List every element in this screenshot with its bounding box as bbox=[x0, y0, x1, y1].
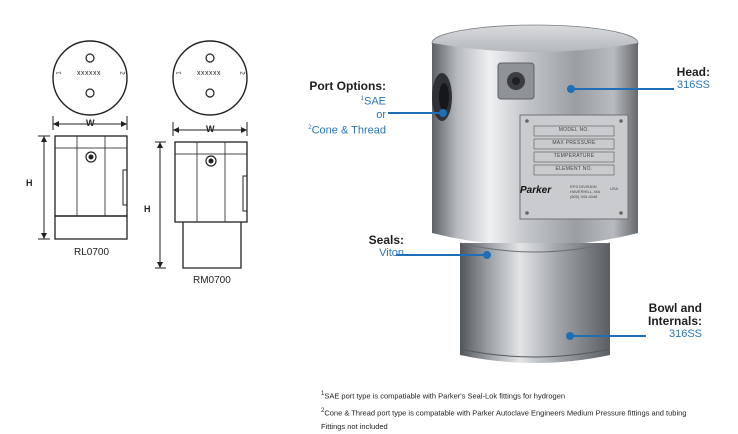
rl0700-port-hole-bottom bbox=[85, 88, 95, 98]
port-option-or: or bbox=[376, 108, 386, 121]
bowl-title-2: Internals: bbox=[647, 314, 702, 328]
port-options-title: Port Options: bbox=[309, 79, 386, 93]
rl0700-model-label: RL0700 bbox=[74, 247, 110, 258]
seals-material: Viton bbox=[379, 247, 404, 259]
port-options-callout: Port Options: 1SAE or 2Cone & Thread bbox=[308, 80, 386, 137]
bowl-callout: Bowl and Internals: 316SS bbox=[648, 302, 702, 341]
footnote-2: 2Cone & Thread port type is compatable w… bbox=[321, 407, 687, 418]
rl0700-side-port bbox=[85, 151, 97, 163]
footnote-ref: 2 bbox=[308, 124, 312, 131]
rm0700-side-port bbox=[205, 155, 217, 167]
division-line: (800) 343-4048 bbox=[570, 194, 598, 199]
filter-product-image bbox=[431, 24, 639, 363]
port-option-cone-thread: 2Cone & Thread bbox=[308, 124, 386, 137]
rm0700-width-label: W bbox=[206, 124, 215, 134]
bowl-title-1: Bowl and bbox=[648, 301, 702, 315]
footnote-3: Fittings not included bbox=[321, 422, 388, 431]
rm0700-height-label: H bbox=[144, 204, 151, 214]
rm0700-drawing bbox=[155, 40, 248, 269]
seals-callout: Seals: Viton bbox=[369, 234, 404, 260]
head-callout: Head: 316SS bbox=[677, 66, 710, 92]
rm0700-port-hole-top bbox=[205, 53, 215, 63]
rl0700-drawing bbox=[38, 40, 128, 240]
rm0700-top-view bbox=[172, 40, 248, 116]
head-title: Head: bbox=[676, 65, 710, 79]
rm0700-model-label: RM0700 bbox=[193, 275, 231, 286]
nameplate bbox=[519, 114, 629, 220]
rm0700-code: xxxxxx bbox=[197, 70, 221, 77]
head-material: 316SS bbox=[676, 79, 710, 91]
nameplate-text: MODEL NO. MAX PRESSURE TEMPERATURE ELEME… bbox=[520, 126, 618, 226]
nameplate-row: MODEL NO. bbox=[558, 127, 590, 133]
rl0700-width-label: W bbox=[86, 118, 95, 128]
nameplate-division: EPS DIVISION HAVERHILL, MA (800) 343-404… bbox=[570, 184, 600, 199]
nameplate-row: ELEMENT NO. bbox=[555, 166, 593, 172]
division-line: HAVERHILL, MA bbox=[570, 189, 601, 194]
rm0700-port-hole-bottom bbox=[205, 88, 215, 98]
rl0700-height-label: H bbox=[26, 178, 33, 188]
nameplate-row: TEMPERATURE bbox=[553, 153, 595, 159]
division-line: EPS DIVISION bbox=[570, 184, 597, 189]
footnote-ref: 1 bbox=[360, 96, 364, 102]
port-option-sae: 1SAE bbox=[360, 95, 386, 108]
footnotes: 1SAE port type is compatiable with Parke… bbox=[321, 387, 736, 434]
parker-logo: Parker bbox=[520, 185, 552, 196]
rl0700-top-view bbox=[52, 40, 128, 116]
nameplate-row: MAX PRESSURE bbox=[552, 140, 596, 146]
footnote-1: 1SAE port type is compatiable with Parke… bbox=[321, 391, 566, 401]
rl0700-port-hole-top bbox=[85, 53, 95, 63]
rl0700-code: xxxxxx bbox=[77, 70, 101, 77]
seals-title: Seals: bbox=[368, 233, 404, 247]
nameplate-made-in: USA bbox=[610, 186, 619, 191]
bowl-material: 316SS bbox=[668, 328, 702, 340]
